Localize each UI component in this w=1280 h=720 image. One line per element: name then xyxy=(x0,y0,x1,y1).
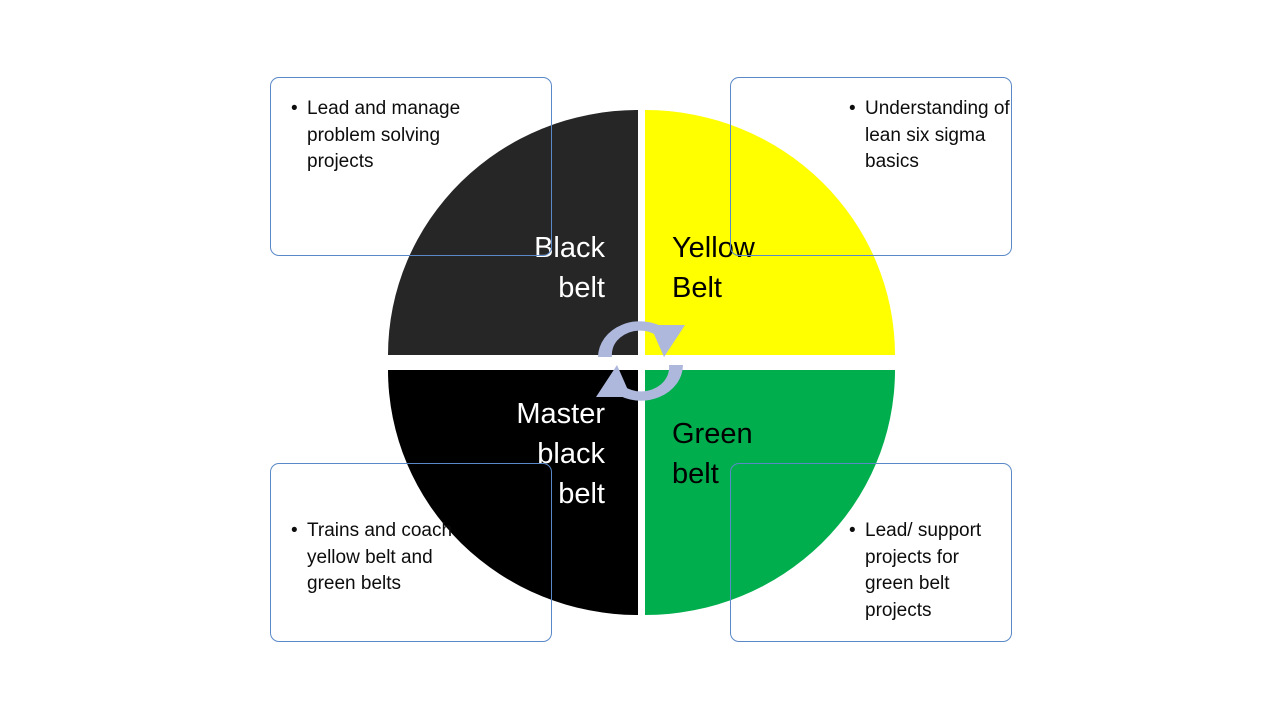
quadrant-label-master-black-belt: Master black belt xyxy=(516,398,605,510)
list-item: Lead and manage problem solving projects xyxy=(291,96,463,176)
callout-list: Understanding of lean six sigma basics xyxy=(849,96,1021,176)
callout-black-belt[interactable]: Lead and manage problem solving projects xyxy=(270,77,552,256)
callout-list: Lead/ support projects for green belt pr… xyxy=(849,518,1009,624)
callout-list: Trains and coach yellow belt and green b… xyxy=(291,518,471,598)
callout-yellow-belt[interactable]: Understanding of lean six sigma basics xyxy=(730,77,1012,256)
list-item: Understanding of lean six sigma basics xyxy=(849,96,1021,176)
callout-master-black-belt[interactable]: Trains and coach yellow belt and green b… xyxy=(270,463,552,642)
list-item: Trains and coach yellow belt and green b… xyxy=(291,518,471,598)
callout-list: Lead and manage problem solving projects xyxy=(291,96,463,176)
quadrant-label-green-belt: Green belt xyxy=(672,418,753,490)
callout-green-belt[interactable]: Lead/ support projects for green belt pr… xyxy=(730,463,1012,642)
list-item: Lead/ support projects for green belt pr… xyxy=(849,518,1009,624)
quadrant-label-yellow-belt: Yellow Belt xyxy=(672,232,755,304)
